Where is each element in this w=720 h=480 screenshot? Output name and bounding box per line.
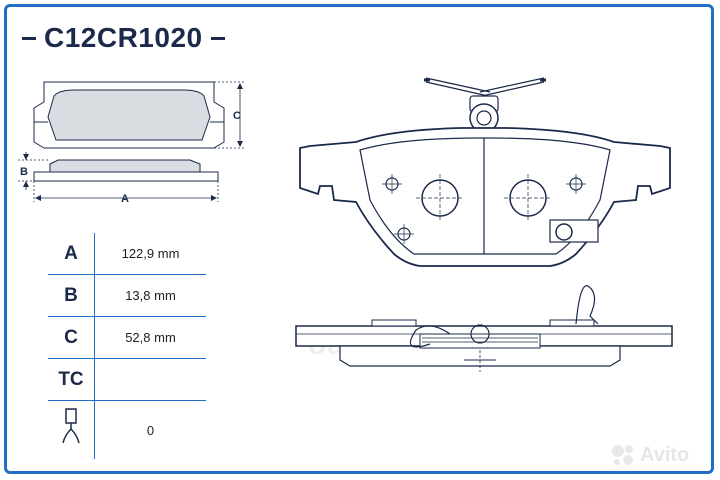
spec-value	[94, 358, 206, 401]
dimension-b: B	[18, 152, 50, 190]
wear-indicator-tab	[549, 219, 599, 243]
dimension-b-label: B	[20, 166, 28, 178]
part-number: C12CR1020	[44, 22, 203, 53]
spec-row-c: C 52,8 mm	[48, 316, 206, 359]
spec-value: 122,9 mm	[94, 233, 206, 275]
avito-watermark: Avito	[610, 440, 710, 470]
sensor-cell	[48, 400, 95, 459]
wear-sensor-icon	[62, 408, 80, 444]
spec-row-sensor: 0	[48, 400, 206, 459]
spec-row-tc: TC	[48, 358, 206, 401]
pad-top-view	[33, 81, 225, 149]
title-dash-left	[22, 36, 36, 40]
avito-logo-icon	[612, 445, 633, 465]
friction-material	[359, 137, 611, 255]
spec-row-a: A 122,9 mm	[48, 233, 206, 275]
spec-key: TC	[48, 358, 95, 401]
avito-watermark-text: Avito	[640, 443, 690, 466]
dimension-c-label: C	[233, 110, 241, 122]
spring-clip	[424, 77, 546, 133]
spec-value: 13,8 mm	[94, 274, 206, 317]
spec-key: A	[48, 233, 95, 275]
outer-frame	[4, 4, 714, 474]
dimension-a-label: A	[121, 193, 129, 205]
title-block: C12CR1020	[22, 18, 225, 58]
spec-key: C	[48, 316, 95, 359]
brake-pad-diagram	[295, 77, 673, 372]
pad-side-profile	[295, 285, 673, 372]
title-dash-right	[210, 36, 225, 40]
dimension-c: C	[214, 81, 246, 149]
sensor-value: 0	[146, 422, 155, 438]
pad-side-view	[33, 159, 219, 182]
spec-value: 52,8 mm	[94, 316, 206, 359]
spec-table: A 122,9 mm B 13,8 mm C 52,8 mm TC 0	[48, 233, 206, 459]
spec-row-b: B 13,8 mm	[48, 274, 206, 317]
spec-key: B	[48, 274, 95, 317]
dimension-a: A	[33, 181, 219, 205]
mounting-holes	[382, 174, 586, 244]
dimension-diagram: C B A	[18, 81, 246, 205]
